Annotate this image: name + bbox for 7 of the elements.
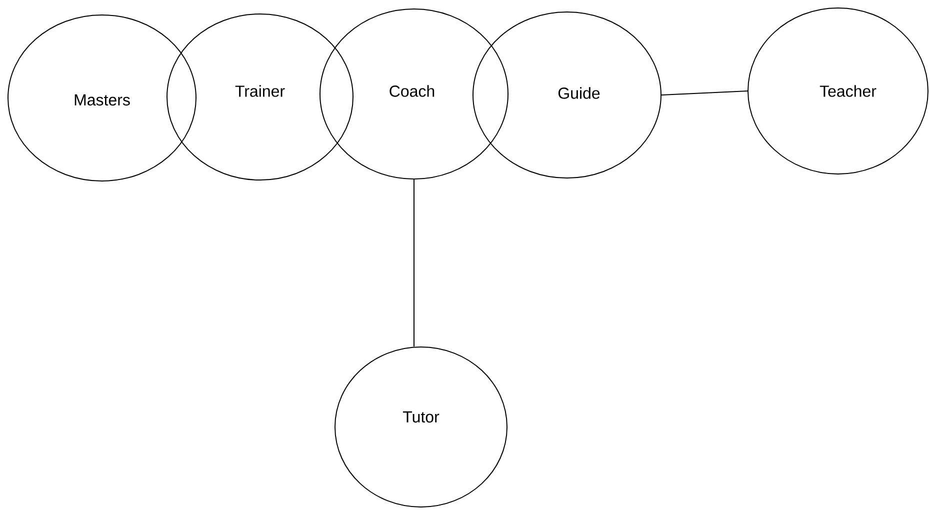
ellipse-node: Guide	[472, 12, 662, 178]
ellipse-node: Masters	[8, 14, 196, 182]
ellipse-node: Coach	[320, 8, 508, 180]
ellipse-node: Trainer	[166, 14, 354, 180]
ellipse-node: Tutor	[334, 346, 508, 508]
connector-line	[661, 90, 748, 96]
ellipse-node: Teacher	[748, 8, 928, 174]
